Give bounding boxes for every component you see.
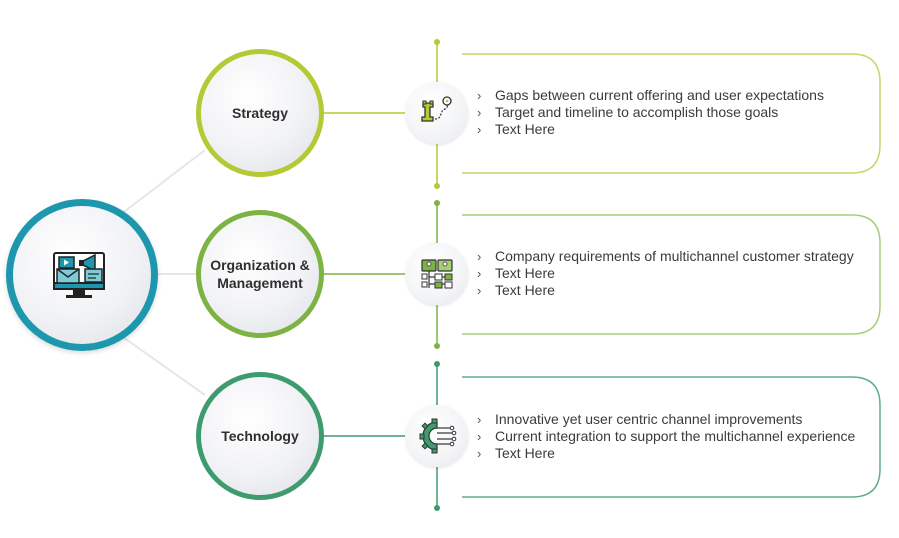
technology-icon-bubble <box>406 405 468 467</box>
list-item: › Company requirements of multichannel cu… <box>477 248 854 265</box>
list-item: › Text Here <box>477 265 854 282</box>
list-item: › Text Here <box>477 282 854 299</box>
organization-bullet-list: › Company requirements of multichannel cu… <box>477 248 854 299</box>
organization-icon-bubble <box>406 243 468 305</box>
bullet-text: Gaps between current offering and user e… <box>495 87 824 103</box>
technology-timeline-dot-bottom <box>434 505 440 511</box>
bullet-text: Text Here <box>495 265 555 281</box>
category-label-organization: Organization & Management <box>210 257 310 291</box>
list-item: › Current integration to support the mult… <box>477 428 855 445</box>
gear-circuit-icon <box>419 418 457 454</box>
organization-bracket <box>462 214 881 335</box>
list-item: › Target and timeline to accomplish those… <box>477 104 824 121</box>
list-item: › Text Here <box>477 121 824 138</box>
chevron-right-icon: › <box>477 283 482 298</box>
bullet-text: Company requirements of multichannel cus… <box>495 248 854 264</box>
organization-timeline-dot-top <box>434 200 440 206</box>
strategy-icon-bubble <box>406 82 468 144</box>
technology-bullet-list: › Innovative yet user centric channel imp… <box>477 411 855 462</box>
hub-circle <box>6 199 158 351</box>
chevron-right-icon: › <box>477 412 482 427</box>
bullet-text: Text Here <box>495 282 555 298</box>
organization-timeline-dot-bottom <box>434 343 440 349</box>
chess-rook-route-icon <box>421 96 452 122</box>
bullet-text: Innovative yet user centric channel impr… <box>495 411 803 427</box>
chevron-right-icon: › <box>477 446 482 461</box>
category-label-technology: Technology <box>221 428 299 444</box>
hub-connector-technology <box>119 334 206 396</box>
strategy-bullet-list: › Gaps between current offering and user … <box>477 87 824 138</box>
computer-marketing-icon <box>53 252 105 298</box>
list-item: › Innovative yet user centric channel imp… <box>477 411 855 428</box>
category-circle-technology: Technology <box>196 372 324 500</box>
category-circle-organization: Organization & Management <box>196 210 324 338</box>
chevron-right-icon: › <box>477 266 482 281</box>
technology-timeline-dot-top <box>434 361 440 367</box>
list-item: › Text Here <box>477 445 855 462</box>
bullet-text: Text Here <box>495 121 555 137</box>
chevron-right-icon: › <box>477 122 482 137</box>
strategy-timeline-dot-bottom <box>434 183 440 189</box>
hub-connector-strategy <box>119 149 206 216</box>
bullet-text: Current integration to support the multi… <box>495 428 856 444</box>
chevron-right-icon: › <box>477 249 482 264</box>
bullet-text: Target and timeline to accomplish those … <box>495 104 779 120</box>
list-item: › Gaps between current offering and user … <box>477 87 824 104</box>
strategy-timeline-dot-top <box>434 39 440 45</box>
chevron-right-icon: › <box>477 429 482 444</box>
chevron-right-icon: › <box>477 88 482 103</box>
org-chart-icon <box>421 259 453 289</box>
strategy-bracket <box>462 53 881 174</box>
technology-bracket <box>462 376 881 498</box>
category-label-strategy: Strategy <box>231 105 289 121</box>
category-circle-strategy: Strategy <box>196 49 324 177</box>
bullet-text: Text Here <box>495 445 555 461</box>
chevron-right-icon: › <box>477 105 482 120</box>
